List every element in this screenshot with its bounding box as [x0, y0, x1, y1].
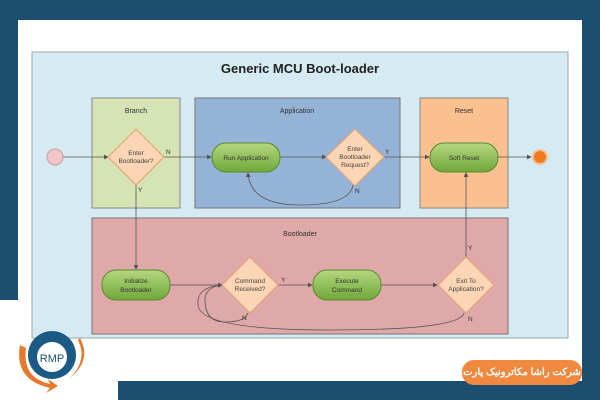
svg-text:Exit To: Exit To	[456, 278, 476, 285]
process-run-application: Run Application	[211, 142, 281, 173]
svg-text:Y: Y	[281, 277, 286, 284]
svg-text:Bootloader?: Bootloader?	[118, 158, 153, 165]
lane-application-label: Application	[280, 108, 314, 115]
process-soft-reset: Soft Reset	[429, 142, 499, 173]
svg-text:Y: Y	[468, 245, 473, 252]
svg-text:N: N	[166, 149, 171, 156]
svg-text:Soft Reset: Soft Reset	[449, 155, 480, 162]
svg-text:N: N	[355, 188, 360, 195]
svg-text:Bootloader: Bootloader	[339, 154, 371, 161]
svg-text:Initialize: Initialize	[124, 278, 148, 285]
svg-text:Bootloader: Bootloader	[120, 287, 152, 294]
svg-text:RMP: RMP	[40, 353, 64, 365]
lane-reset-label: Reset	[455, 108, 473, 115]
svg-text:Application?: Application?	[448, 286, 484, 293]
lane-branch-label: Branch	[125, 108, 147, 115]
edges	[63, 154, 532, 331]
svg-text:Request?: Request?	[341, 162, 369, 169]
diagram-title: Generic MCU Boot-loader	[221, 61, 379, 76]
svg-text:Enter: Enter	[347, 146, 363, 153]
svg-text:Run Application: Run Application	[223, 155, 269, 162]
svg-text:N: N	[468, 316, 473, 323]
process-execute-command: Execute Command	[312, 269, 382, 301]
company-badge: شرکت راشا مکاترونیک پارت	[462, 360, 582, 385]
end-event	[532, 149, 548, 165]
svg-text:Enter: Enter	[128, 150, 144, 157]
decision-enter-bootloader: Enter Bootloader?	[107, 128, 165, 186]
svg-text:Command: Command	[332, 287, 362, 294]
decision-command-received: Command Received?	[221, 256, 279, 314]
svg-text:Execute: Execute	[335, 278, 359, 285]
svg-text:Y: Y	[138, 187, 143, 194]
decision-enter-bootloader-request: Enter Bootloader Request?	[325, 128, 385, 187]
lane-bootloader-label: Bootloader	[283, 231, 318, 238]
company-logo: RMP	[19, 331, 85, 393]
svg-text:Received?: Received?	[235, 286, 266, 293]
process-initialize-bootloader: Initialize Bootloader	[101, 269, 171, 301]
svg-text:Y: Y	[385, 149, 390, 156]
edge-labels: N Y Y N Y N Y N	[138, 149, 473, 323]
svg-text:N: N	[242, 315, 247, 322]
decision-exit-to-application: Exit To Application?	[437, 256, 495, 314]
svg-text:Command: Command	[235, 278, 265, 285]
start-event	[46, 148, 64, 166]
